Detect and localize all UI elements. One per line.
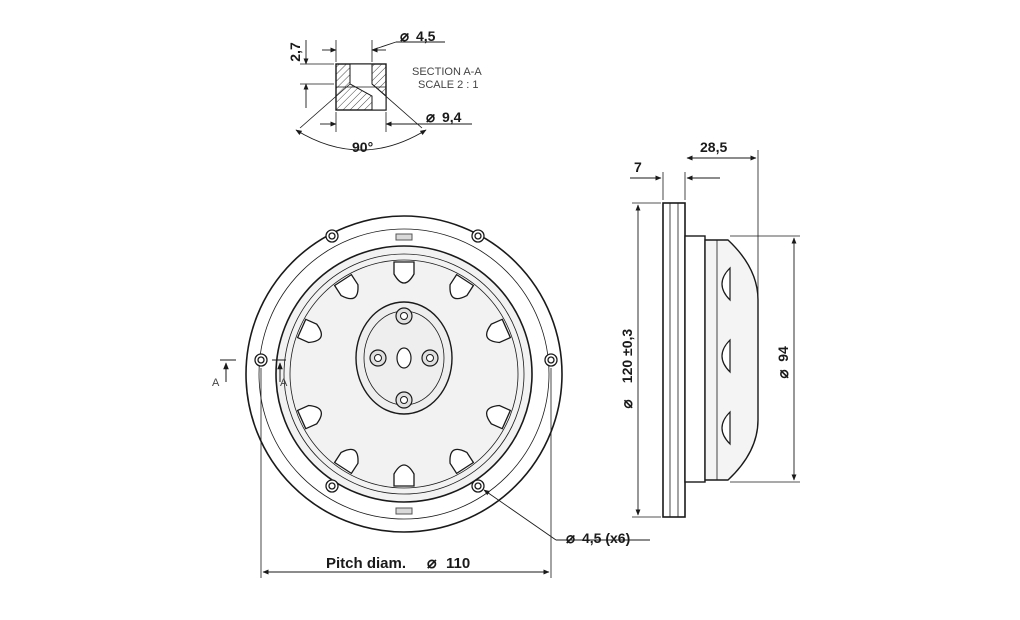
side-body-diameter-label: 94 <box>775 346 791 362</box>
side-outer-diameter-symbol: ⌀ <box>619 399 636 408</box>
hub-screws <box>369 307 439 409</box>
side-body-diameter-symbol: ⌀ <box>775 369 792 378</box>
section-mark-left: A <box>212 377 220 389</box>
side-vents <box>721 266 731 446</box>
mount-hole-diameter-symbol: ⌀ <box>566 530 575 547</box>
side-flange <box>662 202 686 518</box>
phase-plug-lobes <box>296 261 512 487</box>
pitch-label: Pitch diam. <box>326 555 406 572</box>
side-body <box>684 235 706 483</box>
section-angle-label: 90° <box>352 139 373 155</box>
side-rear-profile <box>704 239 759 481</box>
side-view: 7 28,5 ⌀ 120 ±0,3 ⌀ 94 <box>619 139 800 518</box>
pitch-value: 110 <box>446 555 470 572</box>
side-depth-dim-label: 28,5 <box>700 139 727 155</box>
mounting-holes <box>254 229 558 493</box>
section-depth-label: 2,7 <box>287 42 303 62</box>
pitch-diameter-symbol: ⌀ <box>427 555 437 572</box>
section-hole-diameter-label: 4,5 <box>416 28 436 44</box>
section-scale: SCALE 2 : 1 <box>418 79 479 91</box>
side-flange-dim-label: 7 <box>634 159 642 175</box>
section-hole-diameter-symbol: ⌀ <box>400 28 409 45</box>
section-counterbore-diameter-label: 9,4 <box>442 109 462 125</box>
section-counterbore-diameter-symbol: ⌀ <box>426 109 435 126</box>
section-mark-right: A <box>280 377 288 389</box>
section-detail: ⌀ 4,5 2,7 ⌀ 9,4 90° SECTION A-A SCALE 2 … <box>287 28 482 155</box>
front-view: A A ⌀ 4,5 (x6) Pitch diam. ⌀ 110 <box>212 215 650 578</box>
side-outer-diameter-label: 120 ±0,3 <box>619 329 635 384</box>
mount-hole-label: 4,5 (x6) <box>582 530 630 546</box>
center-vent <box>396 347 412 369</box>
section-title: SECTION A-A <box>412 66 482 78</box>
